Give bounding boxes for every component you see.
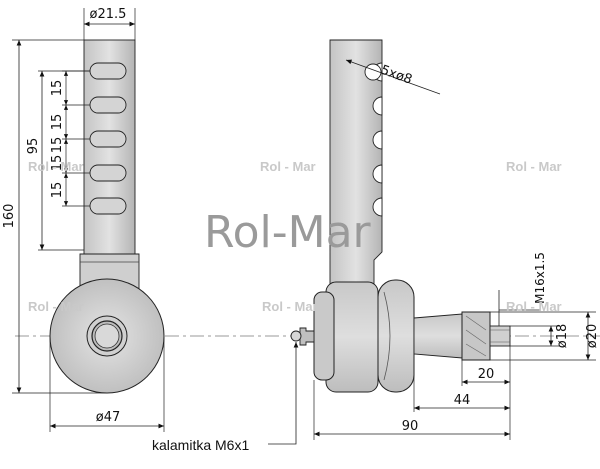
nut-hatch — [465, 315, 487, 357]
slot — [89, 197, 127, 215]
dim-pitch: 15 — [50, 80, 65, 97]
dim-pitch: 15 — [50, 155, 65, 172]
watermark-small: Rol - Mar — [506, 159, 562, 174]
dim-pitch: 15 — [50, 182, 65, 199]
leader-grease-nipple — [268, 342, 299, 445]
watermark-small: Rol - Mar — [262, 299, 318, 314]
dim-pitch: 15 — [50, 114, 65, 131]
thread — [489, 325, 511, 347]
pitch-dimensions — [62, 70, 90, 207]
front-view: ø21.5 160 95 15 15 15 15 15 — [2, 7, 600, 432]
rubber-ring — [377, 279, 415, 393]
dim-d18: ø18 — [555, 324, 570, 349]
dim-len-44: 44 — [454, 393, 471, 408]
dim-shaft-dia: ø21.5 — [90, 7, 127, 22]
slot — [89, 130, 127, 148]
side-view: 5xø8 M16x1.5 ø18 ø20 20 44 90 kalamitka … — [152, 39, 600, 453]
dim-len-20: 20 — [478, 367, 495, 382]
callout-grease-nipple: kalamitka M6x1 — [152, 437, 249, 453]
dim-len-90: 90 — [402, 419, 419, 434]
watermark-big: Rol-Mar — [204, 207, 372, 258]
dim-total-length: 160 — [2, 204, 17, 229]
watermark-small: Rol - Mar — [506, 299, 562, 314]
dim-slot-zone: 95 — [26, 138, 41, 155]
bore-core — [94, 323, 120, 349]
grease-nipple-ball — [290, 330, 302, 342]
dim-thread: M16x1.5 — [533, 252, 547, 304]
rubber-ring-inner — [383, 291, 391, 381]
pin-body — [413, 313, 463, 359]
grease-nipple — [299, 327, 315, 346]
nut — [461, 311, 491, 361]
watermark-small: Rol - Mar — [28, 299, 84, 314]
slot-group — [89, 62, 127, 215]
dim-holes: 5xø8 — [379, 63, 414, 88]
dim-pitch: 15 — [50, 137, 65, 154]
slot — [89, 96, 127, 114]
dim-d20: ø20 — [585, 324, 600, 349]
slot — [89, 62, 127, 80]
dim-eye-dia: ø47 — [96, 410, 121, 425]
watermarks: Rol - Mar Rol - Mar Rol - Mar Rol - Mar … — [28, 159, 562, 314]
slot — [89, 164, 127, 182]
watermark-small: Rol - Mar — [28, 159, 84, 174]
leader-holes — [345, 59, 441, 95]
watermark-small: Rol - Mar — [260, 159, 316, 174]
